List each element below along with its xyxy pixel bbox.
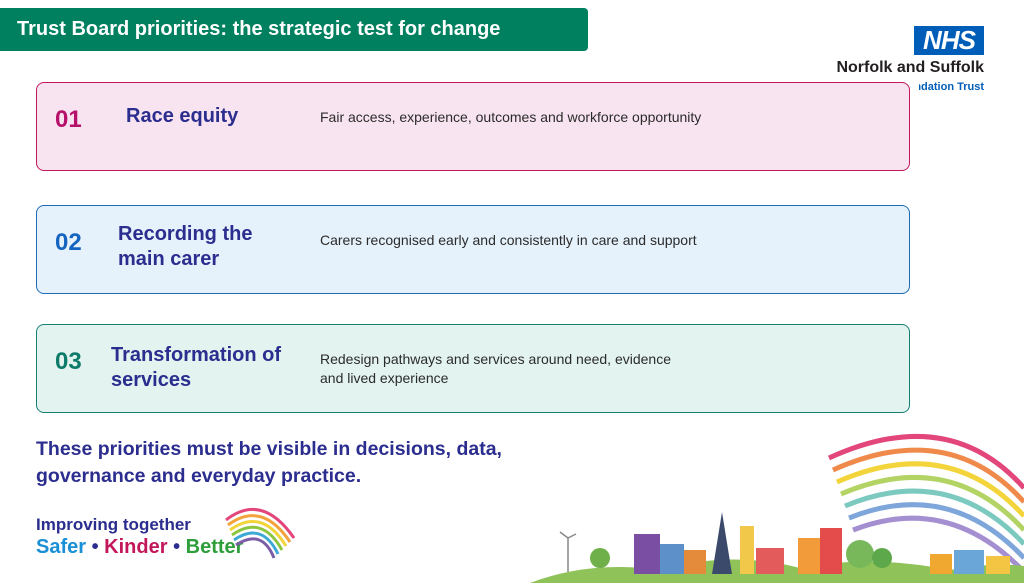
values-tagline: Safer • Kinder • Better bbox=[36, 536, 243, 559]
priority-number: 02 bbox=[55, 229, 82, 256]
priority-card-main-carer: 02 Recording the main carer Carers recog… bbox=[36, 205, 910, 294]
priority-number: 01 bbox=[55, 106, 82, 133]
separator: • bbox=[173, 536, 181, 558]
value-better: Better bbox=[185, 536, 244, 558]
priority-number: 03 bbox=[55, 348, 82, 375]
priority-card-race-equity: 01 Race equity Fair access, experience, … bbox=[36, 82, 910, 171]
priority-card-transformation: 03 Transformation of services Redesign p… bbox=[36, 324, 910, 413]
value-kinder: Kinder bbox=[104, 536, 168, 558]
improving-together-brand: Improving together Safer • Kinder • Bett… bbox=[36, 515, 243, 559]
cityscape-illustration-icon bbox=[530, 512, 1024, 583]
value-safer: Safer bbox=[36, 536, 87, 558]
priority-heading: Race equity bbox=[126, 105, 239, 127]
priority-description: Redesign pathways and services around ne… bbox=[320, 351, 672, 386]
improving-together-text: Improving together bbox=[36, 515, 191, 534]
page-title: Trust Board priorities: the strategic te… bbox=[0, 8, 588, 51]
nhs-logo: NHS bbox=[914, 26, 984, 55]
closing-statement: These priorities must be visible in deci… bbox=[36, 438, 502, 487]
separator: • bbox=[91, 536, 99, 558]
nhs-logo-block: NHS Norfolk and Suffolk NHS Foundation T… bbox=[804, 26, 984, 98]
priority-description: Carers recognised early and consistently… bbox=[320, 232, 697, 248]
priority-heading: Recording the main carer bbox=[118, 223, 253, 270]
org-subtitle: NHS Foundation Trust bbox=[919, 81, 984, 93]
priority-description: Fair access, experience, outcomes and wo… bbox=[320, 109, 702, 125]
mini-rainbow-icon bbox=[225, 507, 296, 559]
priority-heading: Transformation of services bbox=[111, 344, 282, 391]
org-name: Norfolk and Suffolk bbox=[836, 59, 984, 76]
rainbow-illustration-icon bbox=[827, 433, 1024, 574]
